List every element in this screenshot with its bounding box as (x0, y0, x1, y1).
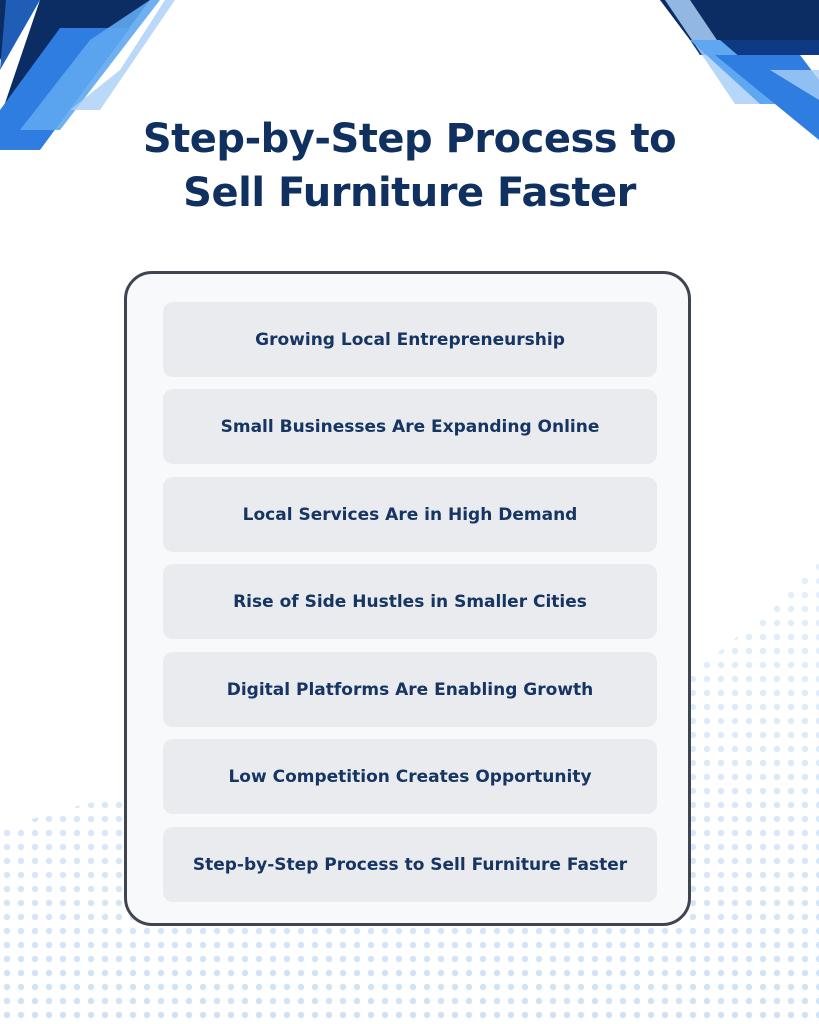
steps-card: Growing Local Entrepreneurship Small Bus… (124, 271, 691, 926)
step-item-3: Local Services Are in High Demand (163, 477, 657, 552)
page-title-line-2: Sell Furniture Faster (183, 170, 636, 216)
page-title-line-1: Step-by-Step Process to (142, 116, 677, 162)
step-item-1: Growing Local Entrepreneurship (163, 302, 657, 377)
step-item-4: Rise of Side Hustles in Smaller Cities (163, 564, 657, 639)
step-item-2: Small Businesses Are Expanding Online (163, 389, 657, 464)
step-item-6: Low Competition Creates Opportunity (163, 739, 657, 814)
step-item-7: Step-by-Step Process to Sell Furniture F… (163, 827, 657, 902)
step-item-5: Digital Platforms Are Enabling Growth (163, 652, 657, 727)
page-title: Step-by-Step Process to Sell Furniture F… (0, 112, 819, 220)
